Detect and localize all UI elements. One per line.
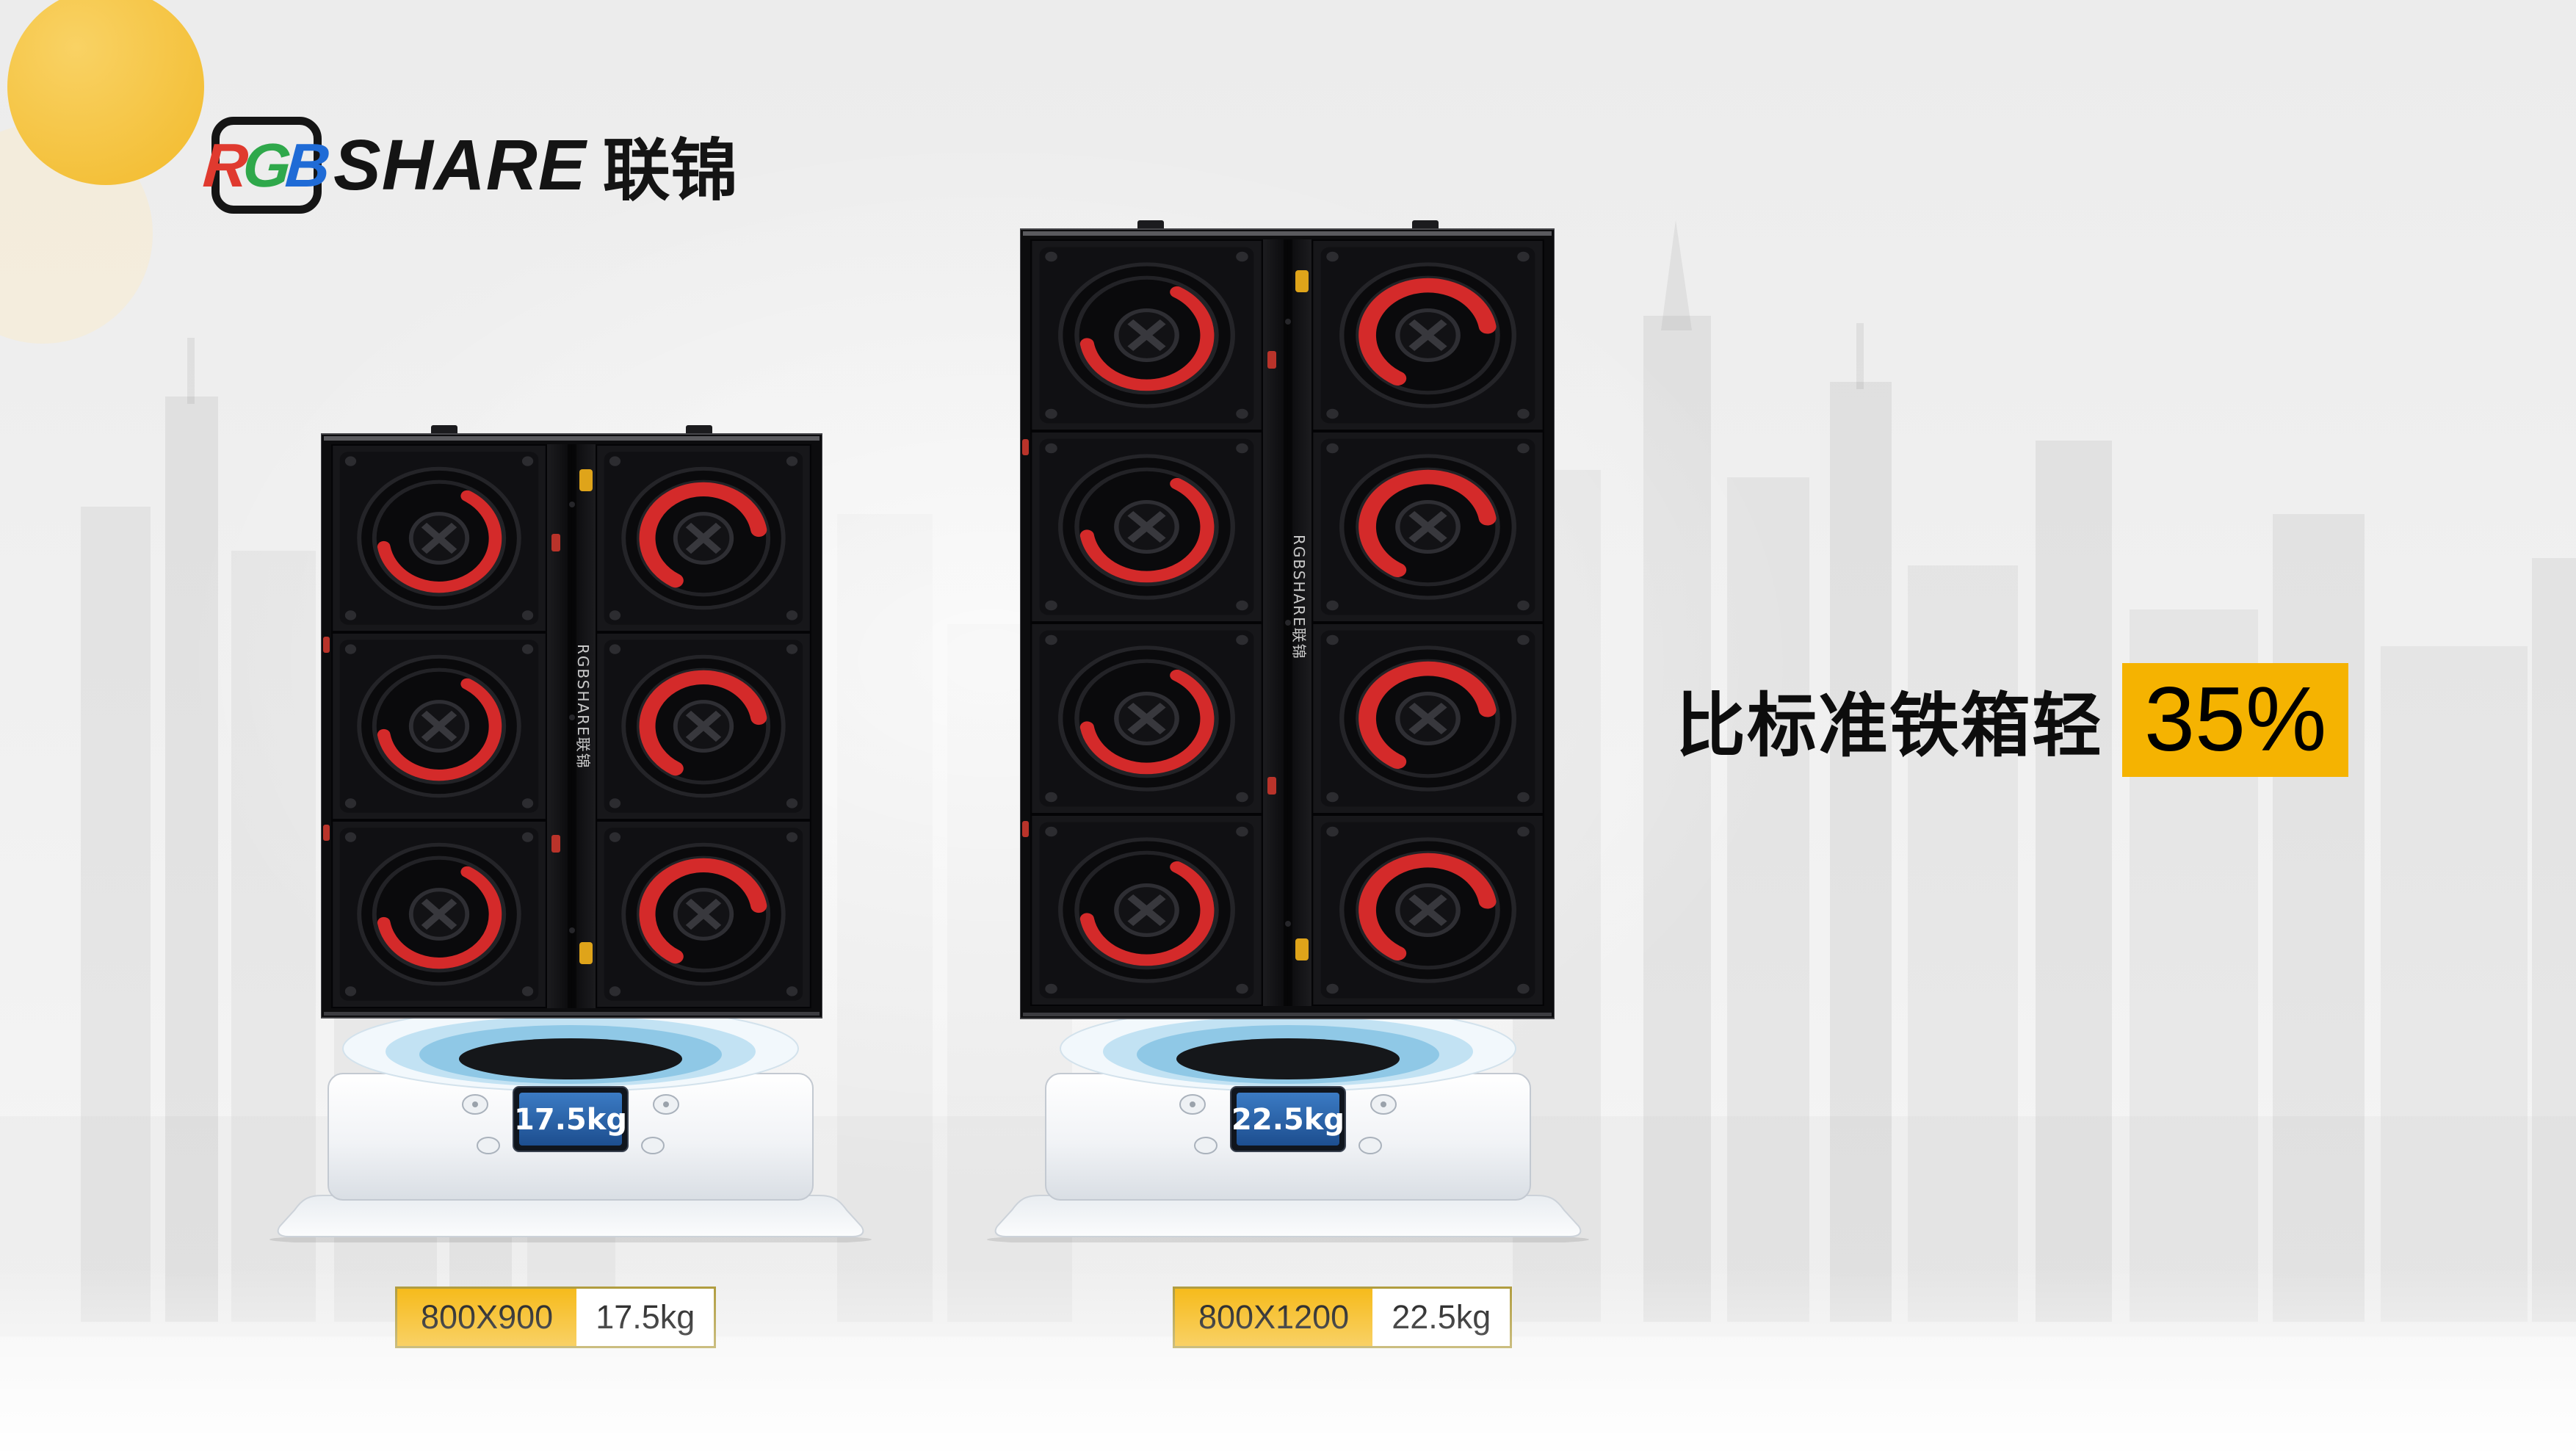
latch-clip-red	[551, 835, 560, 853]
scale-turntable	[459, 1038, 682, 1079]
latch-clip-yellow	[579, 469, 593, 491]
led-panel-800x900: RGBSHARE联锦	[321, 425, 822, 1018]
weighing-scale-right: 22.5kg	[987, 1005, 1589, 1242]
scale-button	[641, 1137, 665, 1154]
weighing-scale-left: 17.5kg	[269, 1005, 872, 1242]
latch-clip-red	[1022, 821, 1029, 837]
decor-circle-yellow	[7, 0, 204, 185]
scale-display-value-right: 22.5kg	[1231, 1103, 1345, 1137]
latch-clip-red	[323, 637, 330, 653]
logo-letter-g: G	[240, 130, 289, 200]
scale-button	[1358, 1137, 1382, 1154]
latch-clip-red	[1022, 439, 1029, 455]
latch-clip-red	[1267, 351, 1276, 369]
latch-clip-red	[551, 534, 560, 551]
logo-letter-b: B	[283, 130, 328, 200]
scale-base-skirt	[277, 1195, 864, 1237]
brand-logo: R G B SHARE 联锦	[201, 116, 738, 214]
latch-clip-red	[1267, 777, 1276, 795]
headline-percentage-badge: 35%	[2122, 663, 2349, 777]
scale-button	[1194, 1137, 1218, 1154]
logo-letter-r: R	[200, 130, 246, 200]
latch-clip-yellow	[1295, 938, 1309, 960]
headline-text: 比标准铁箱轻	[1676, 687, 2104, 765]
logo-share-text: SHARE	[333, 124, 587, 205]
scale-turntable	[1176, 1038, 1400, 1079]
rail-brand-text: RGBSHARE联锦	[574, 644, 592, 770]
rail-brand-text: RGBSHARE联锦	[1290, 535, 1308, 660]
scale-display-value-left: 17.5kg	[514, 1103, 627, 1137]
logo-chinese-text: 联锦	[602, 134, 738, 209]
latch-clip-yellow	[579, 942, 593, 964]
led-panel-800x1200: RGBSHARE联锦	[1020, 220, 1555, 1019]
latch-clip-red	[323, 825, 330, 841]
scale-button	[477, 1137, 500, 1154]
scale-base-skirt	[994, 1195, 1582, 1237]
bottom-fade-overlay	[0, 1267, 2576, 1451]
headline: 比标准铁箱轻 35%	[1676, 663, 2349, 777]
latch-clip-yellow	[1295, 270, 1309, 292]
rgb-logo-icon: R G B	[201, 116, 328, 214]
